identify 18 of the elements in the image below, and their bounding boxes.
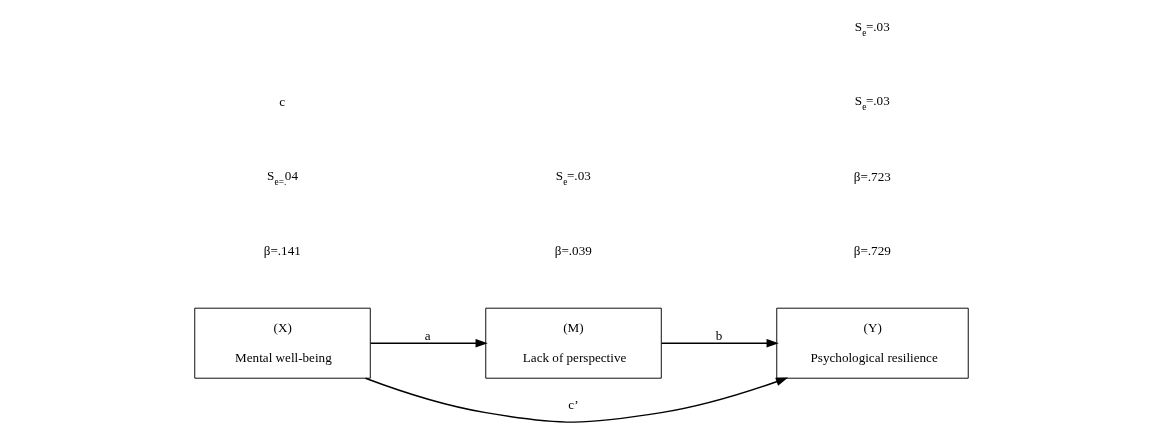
label: β=.729 (853, 242, 891, 258)
label: S$_{e}$=.03 (854, 93, 890, 113)
arrow (364, 377, 789, 423)
label: S$_{e}$=.03 (555, 167, 591, 187)
label: S$_{e=.}$04 (267, 167, 298, 187)
label: β=.723 (853, 168, 891, 184)
arrow (369, 338, 488, 348)
edge-label: a (424, 327, 431, 343)
label: S$_{e}$=.03 (854, 19, 890, 39)
node-box: (X) Mental well-being (194, 307, 371, 379)
label: β=.141 (263, 242, 301, 258)
node-box: (Y) Psychological resilience (776, 307, 969, 379)
label: β=.039 (554, 242, 592, 258)
label: c (279, 94, 286, 110)
node-box: (M) Lack of perspective (485, 307, 662, 379)
arrow (660, 338, 779, 348)
edge-label: b (715, 327, 723, 343)
edge-label: c’ (568, 397, 579, 413)
